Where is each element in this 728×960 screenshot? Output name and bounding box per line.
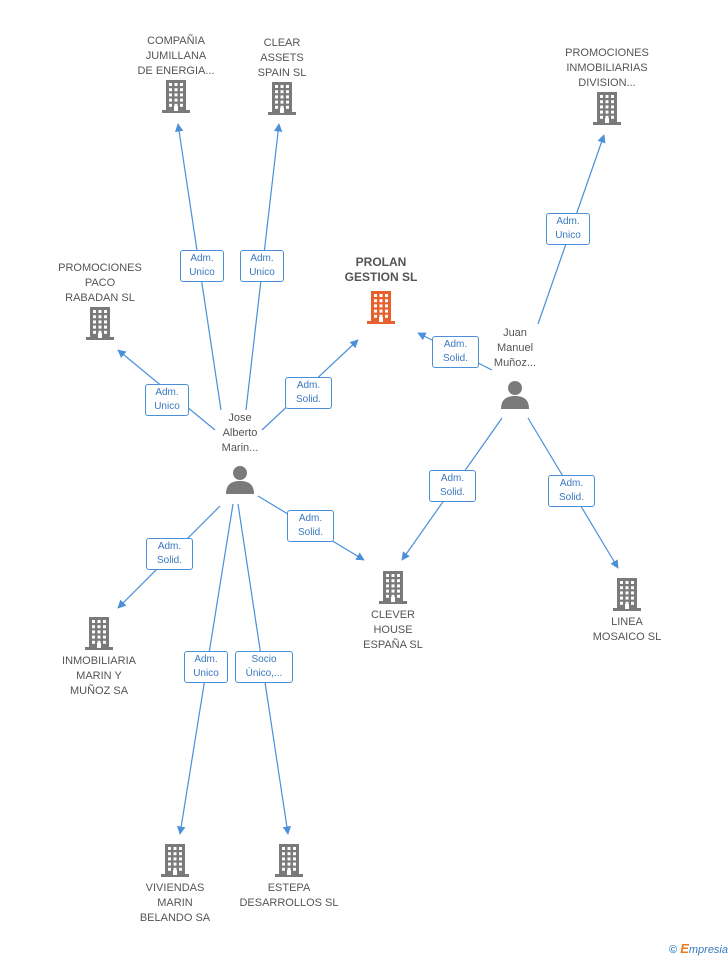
person-icon [226,466,254,494]
node-label: CLEVER HOUSE ESPAÑA SL [363,609,423,651]
building-icon [86,307,114,340]
node-label: LINEA MOSAICO SL [592,616,662,643]
node-label: Jose Alberto Marin... [221,412,259,454]
node-clever-house[interactable]: CLEVER HOUSE ESPAÑA SL [343,570,443,653]
node-label: CLEAR ASSETS SPAIN SL [257,37,307,79]
building-icon [268,82,296,115]
building-icon [85,617,113,650]
edge-label: Adm.Solid. [548,475,595,507]
building-icon [162,80,190,113]
node-label: ESTEPA DESARROLLOS SL [239,882,339,909]
node-label: PROMOCIONES PACO RABADAN SL [58,262,142,304]
building-icon [593,92,621,125]
node-jose-alberto[interactable]: Jose Alberto Marin... [195,411,285,494]
node-promociones-paco[interactable]: PROMOCIONES PACO RABADAN SL [50,261,150,340]
node-compania-jumillana[interactable]: COMPAÑIA JUMILLANA DE ENERGIA... [126,34,226,113]
edge-label: Adm.Solid. [432,336,479,368]
building-icon [367,291,395,324]
node-linea-mosaico[interactable]: LINEA MOSAICO SL [577,577,677,645]
person-icon [501,381,529,409]
edge-label: Adm.Solid. [146,538,193,570]
brand-logo-initial: E [680,941,689,956]
footer-brand[interactable]: © Empresia [669,941,728,956]
node-label: VIVIENDAS MARIN BELANDO SA [139,882,211,924]
building-icon [275,844,303,877]
building-icon [613,578,641,611]
brand-name: mpresia [688,944,728,956]
node-prolan-gestion[interactable]: PROLAN GESTION SL [331,255,431,324]
copyright-icon: © [669,944,678,956]
node-clear-assets[interactable]: CLEAR ASSETS SPAIN SL [232,36,332,115]
node-label: PROMOCIONES INMOBILIARIAS DIVISION... [565,47,649,89]
edge-label: Adm.Unico [240,250,284,282]
edge-label: Adm.Unico [145,384,189,416]
node-label: INMOBILIARIA MARIN Y MUÑOZ SA [62,655,136,697]
node-estepa-desarrollos[interactable]: ESTEPA DESARROLLOS SL [234,843,344,911]
edge-label: Adm.Solid. [287,510,334,542]
building-icon [161,844,189,877]
node-juan-manuel[interactable]: Juan Manuel Muñoz... [470,326,560,409]
node-inmobiliaria-marin[interactable]: INMOBILIARIA MARIN Y MUÑOZ SA [49,616,149,699]
node-label: COMPAÑIA JUMILLANA DE ENERGIA... [137,35,215,77]
building-icon [379,571,407,604]
edge-label: Adm.Unico [546,213,590,245]
edge-label: Adm.Solid. [285,377,332,409]
node-viviendas-marin[interactable]: VIVIENDAS MARIN BELANDO SA [125,843,225,926]
edge-label: Adm.Solid. [429,470,476,502]
node-promociones-division[interactable]: PROMOCIONES INMOBILIARIAS DIVISION... [557,46,657,125]
node-label: PROLAN GESTION SL [344,255,418,284]
edge-label: Adm.Unico [180,250,224,282]
edge-label: Adm.Unico [184,651,228,683]
node-label: Juan Manuel Muñoz... [493,327,537,369]
